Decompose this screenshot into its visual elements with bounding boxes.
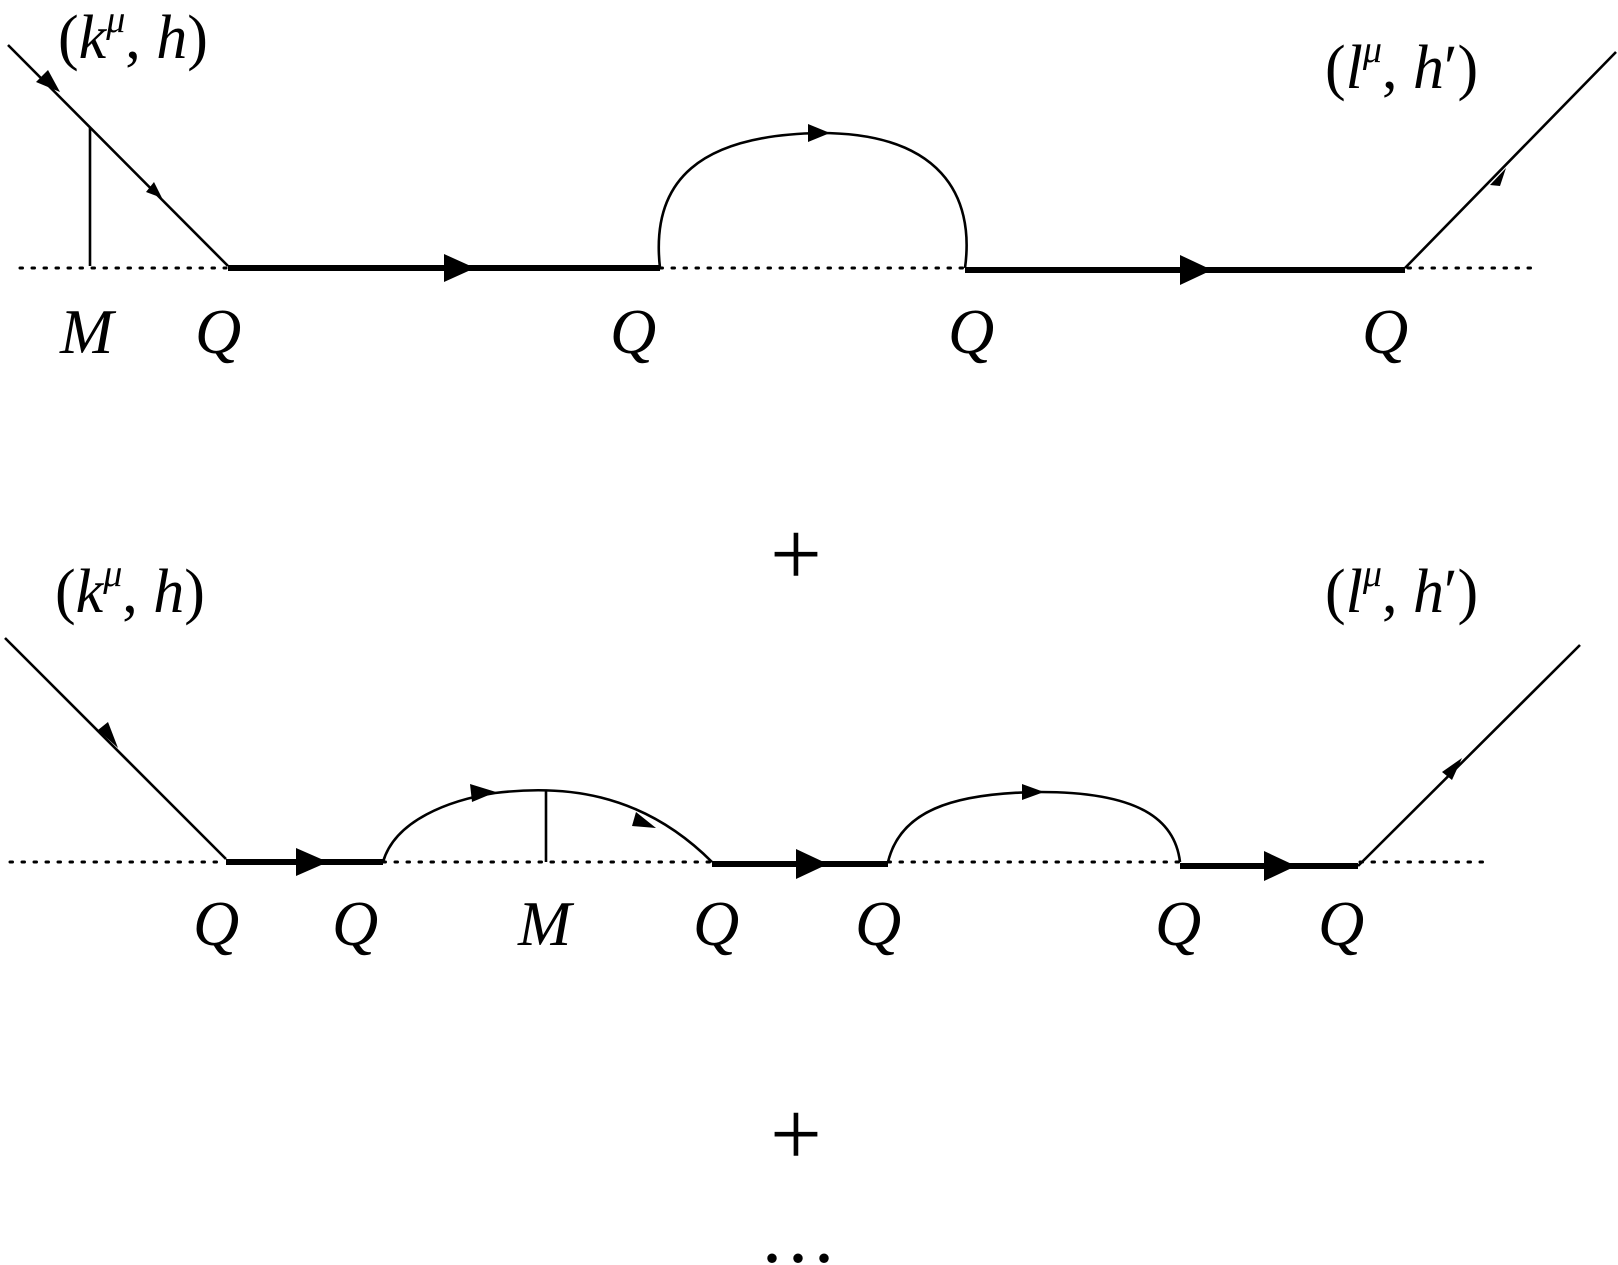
plus-sign: + (770, 503, 822, 605)
arrow-icon (470, 784, 496, 802)
vertex-label-q: Q (1362, 296, 1408, 367)
diagram-2: (kμ, h) (lμ, h′) Q Q M Q Q Q Q (4, 553, 1581, 959)
arrow-icon (1180, 255, 1212, 285)
diagram-1: (kμ, h) (lμ, h′) M Q Q Q Q (7, 0, 1617, 367)
loop-arc (381, 788, 713, 863)
vertex-label-q: Q (855, 888, 901, 959)
loop-arc (886, 790, 1182, 863)
arrow-icon (296, 848, 328, 876)
vertex-label-q: Q (948, 296, 994, 367)
arrow-icon (1022, 784, 1044, 800)
incoming-fermion-line (4, 637, 227, 860)
outgoing-momentum-label: (lμ, h′) (1325, 29, 1478, 102)
arrow-icon (796, 849, 828, 879)
outgoing-momentum-label: (lμ, h′) (1325, 553, 1478, 626)
arrow-icon (1264, 851, 1296, 881)
arrow-icon (36, 70, 60, 92)
arrow-icon (444, 254, 475, 282)
arrow-icon (632, 812, 656, 828)
incoming-momentum-label: (kμ, h) (55, 553, 205, 626)
vertex-label-q: Q (332, 888, 378, 959)
vertex-label-q: Q (195, 296, 241, 367)
vertex-label-q: Q (1155, 888, 1201, 959)
plus-sign: + (770, 1083, 822, 1185)
vertex-label-q: Q (610, 296, 656, 367)
vertex-label-m: M (517, 888, 575, 959)
arrow-icon (98, 722, 118, 748)
outgoing-fermion-line (1404, 51, 1617, 269)
arrow-icon (1442, 758, 1462, 780)
vertex-label-q: Q (693, 888, 739, 959)
arrow-icon (808, 124, 830, 142)
incoming-momentum-label: (kμ, h) (58, 0, 208, 72)
arrow-icon (1490, 168, 1506, 186)
vertex-label-q: Q (1318, 888, 1364, 959)
arrow-icon (146, 182, 162, 198)
ellipsis: ... (762, 1192, 840, 1265)
loop-arc (657, 131, 968, 269)
vertex-label-q: Q (193, 888, 239, 959)
vertex-label-m: M (59, 296, 117, 367)
outgoing-fermion-line (1357, 644, 1581, 867)
